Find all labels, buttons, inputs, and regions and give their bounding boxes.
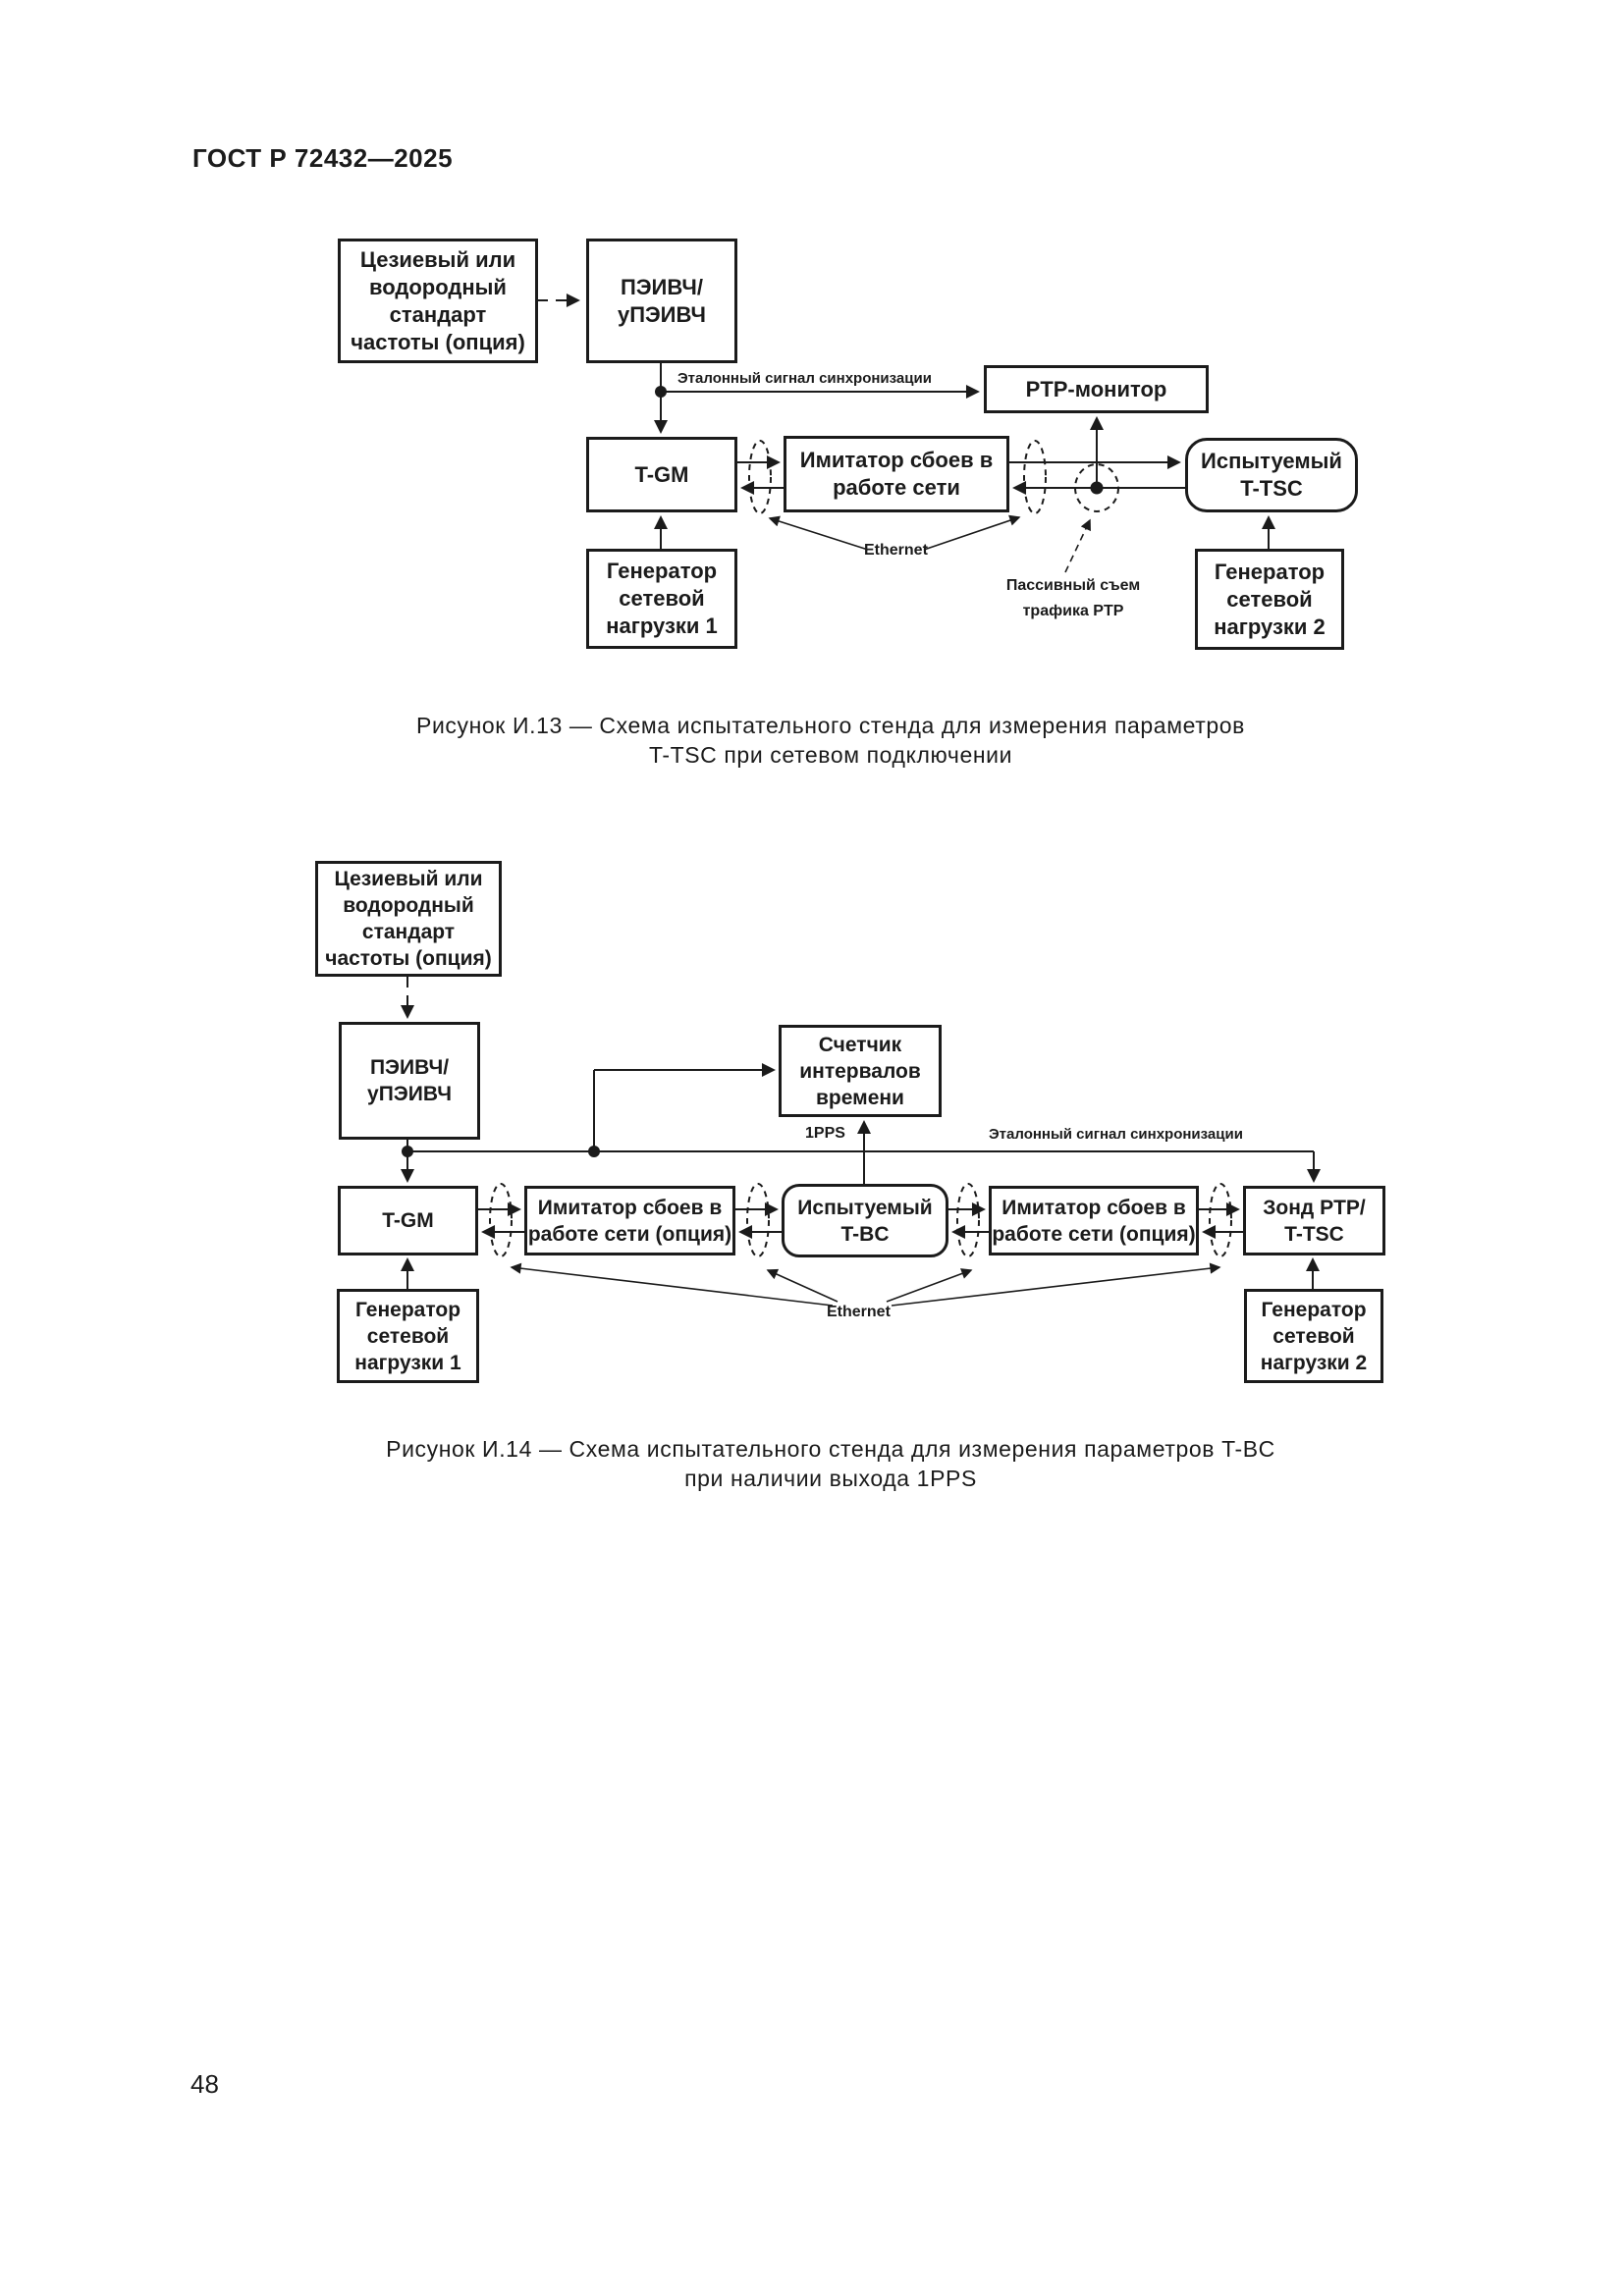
fig13-passive-tap-label: Пассивный съем трафика PTP [1005,577,1141,619]
fig13-passive-tap-dot [1090,481,1104,495]
fig14-ethernet-tap-ellipses [489,1183,1232,1257]
fig13-box-cesium-standard: Цезиевый или водородный стандарт частоты… [338,239,538,363]
fig13-box-network-fault-imitator: Имитатор сбоев в работе сети [784,436,1009,512]
fig14-ethernet-pointers [510,1262,1221,1307]
fig14-1pps-label: 1PPS [805,1125,845,1142]
fig14-tap-ellipse-3 [956,1183,980,1257]
fig13-passive-tap-circle [1074,463,1119,512]
fig13-box-load-generator-2: Генератор сетевой нагрузки 2 [1195,549,1344,650]
fig14-ethernet-pointer-3 [886,1268,973,1303]
fig14-ethernet-pointer-2 [766,1268,839,1303]
fig13-tap-ellipse-right [1023,440,1047,514]
fig13-passive-tap-pointer [1064,518,1091,573]
fig14-box-load-generator-2: Генератор сетевой нагрузки 2 [1244,1289,1383,1383]
fig13-box-dut-t-tsc: Испытуемый T-TSC [1185,438,1358,512]
fig14-junction-dot-left [402,1146,413,1157]
fig14-box-network-fault-imitator-right: Имитатор сбоев в работе сети (опция) [989,1186,1199,1255]
fig14-connector-lines [401,977,1321,1289]
fig14-ethernet-pointer-4 [891,1262,1221,1307]
fig13-ethernet-pointer-left [768,515,869,551]
fig14-tap-ellipse-1 [489,1183,513,1257]
fig13-reference-signal-label: Эталонный сигнал синхронизации [677,370,932,387]
fig13-ethernet-label: Ethernet [864,542,928,559]
fig14-tap-ellipse-4 [1209,1183,1232,1257]
fig13-box-t-gm: T-GM [586,437,737,512]
fig13-tap-ellipse-left [748,440,772,514]
fig14-ethernet-pointer-1 [510,1262,834,1307]
fig13-ethernet-pointer-right [923,514,1021,551]
page-number: 48 [190,2069,219,2099]
fig13-ethernet-tap-ellipses [748,440,1119,514]
fig14-box-t-gm: T-GM [338,1186,478,1255]
fig13-junction-dot [655,386,667,398]
fig14-tap-ellipse-2 [746,1183,770,1257]
fig14-reference-signal-label: Эталонный сигнал синхронизации [989,1126,1243,1143]
fig14-box-network-fault-imitator-left: Имитатор сбоев в работе сети (опция) [524,1186,735,1255]
fig14-junction-dot-counter [588,1146,600,1157]
fig13-box-ptp-monitor: PTP-монитор [984,365,1209,413]
fig14-box-peivch: ПЭИВЧ/ уПЭИВЧ [339,1022,480,1140]
fig14-box-interval-counter: Счетчик интервалов времени [779,1025,942,1117]
fig14-box-dut-t-bc: Испытуемый T-BC [782,1184,948,1257]
fig13-caption: Рисунок И.13 — Схема испытательного стен… [416,713,1245,768]
fig13-box-peivch: ПЭИВЧ/ уПЭИВЧ [586,239,737,363]
fig14-ethernet-label: Ethernet [827,1304,891,1320]
fig14-caption: Рисунок И.14 — Схема испытательного стен… [386,1436,1275,1491]
fig14-box-cesium-standard: Цезиевый или водородный стандарт частоты… [315,861,502,977]
fig14-box-load-generator-1: Генератор сетевой нагрузки 1 [337,1289,479,1383]
fig14-box-ptp-probe: Зонд PTP/ T-TSC [1243,1186,1385,1255]
fig13-callout-pointers [768,514,1091,573]
document-header: ГОСТ Р 72432—2025 [192,143,454,173]
fig13-box-load-generator-1: Генератор сетевой нагрузки 1 [586,549,737,649]
